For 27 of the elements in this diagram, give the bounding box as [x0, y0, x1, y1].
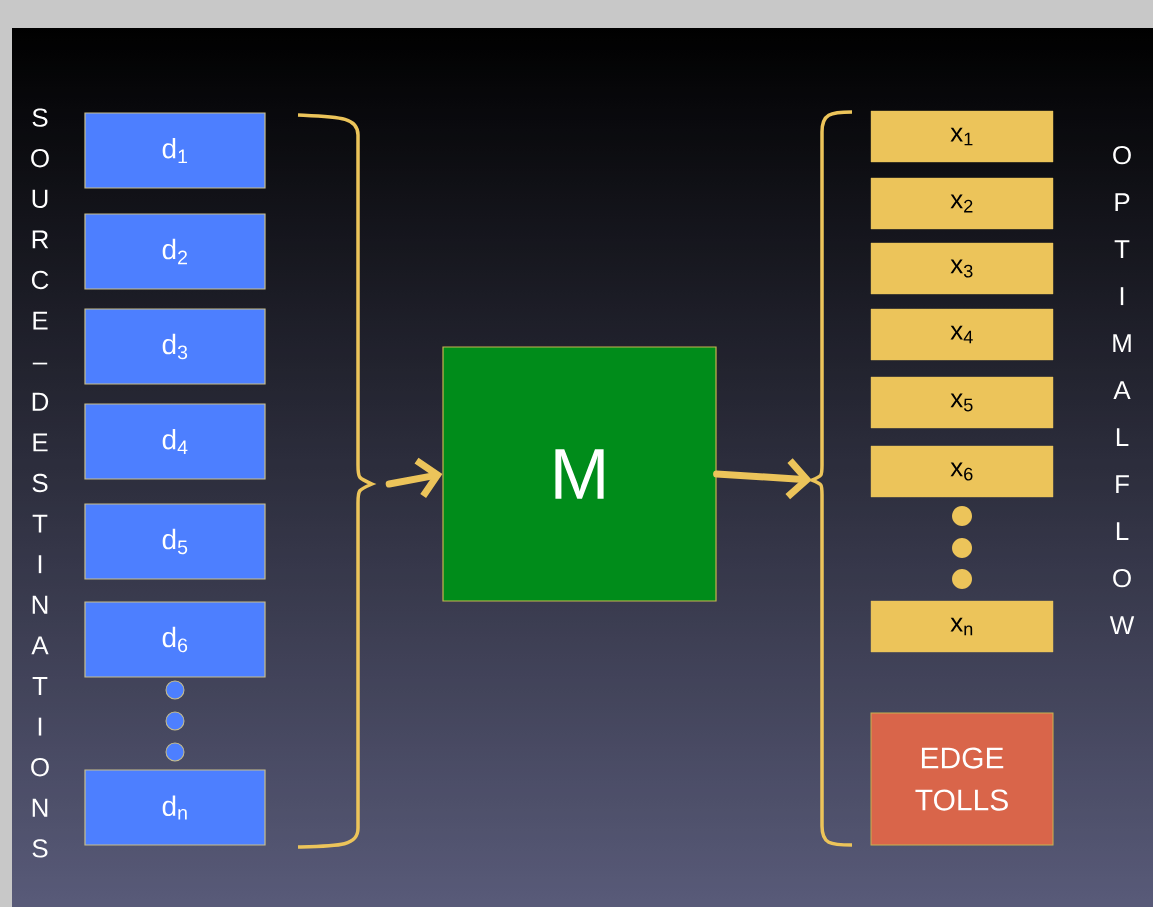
ellipsis-dot [165, 680, 185, 700]
arrow [713, 458, 812, 500]
data-box: d$_{4}$ [84, 403, 266, 480]
ellipsis-dot [952, 569, 972, 589]
ellipsis-dot [952, 538, 972, 558]
ellipsis-dot [165, 742, 185, 762]
data-box: d$_{6}$ [84, 601, 266, 678]
ellipsis-dot [952, 506, 972, 526]
variable-box: x$_{1}$ [870, 110, 1054, 163]
data-box: d$_{3}$ [84, 308, 266, 385]
process-box: M [442, 346, 717, 602]
variable-box: x$_{3}$ [870, 242, 1054, 295]
toll-box: EDGE TOLLS [870, 712, 1054, 846]
vertical-label: OPTIMAL FLOW [1109, 145, 1135, 635]
brace [297, 113, 374, 849]
data-box: d$_{2}$ [84, 213, 266, 290]
variable-box: x$_{4}$ [870, 308, 1054, 361]
brace [810, 110, 853, 847]
variable-box: x$_{5}$ [870, 376, 1054, 429]
ellipsis-dot [165, 711, 185, 731]
variable-box: x$_{6}$ [870, 445, 1054, 498]
data-box: d$_{5}$ [84, 503, 266, 580]
variable-box: x$_{2}$ [870, 177, 1054, 230]
data-box: d$_{n}$ [84, 769, 266, 846]
data-box: d$_{1}$ [84, 112, 266, 189]
variable-box: x$_{n}$ [870, 600, 1054, 653]
vertical-label: SOURCE–DESTINATIONS [31, 108, 49, 858]
